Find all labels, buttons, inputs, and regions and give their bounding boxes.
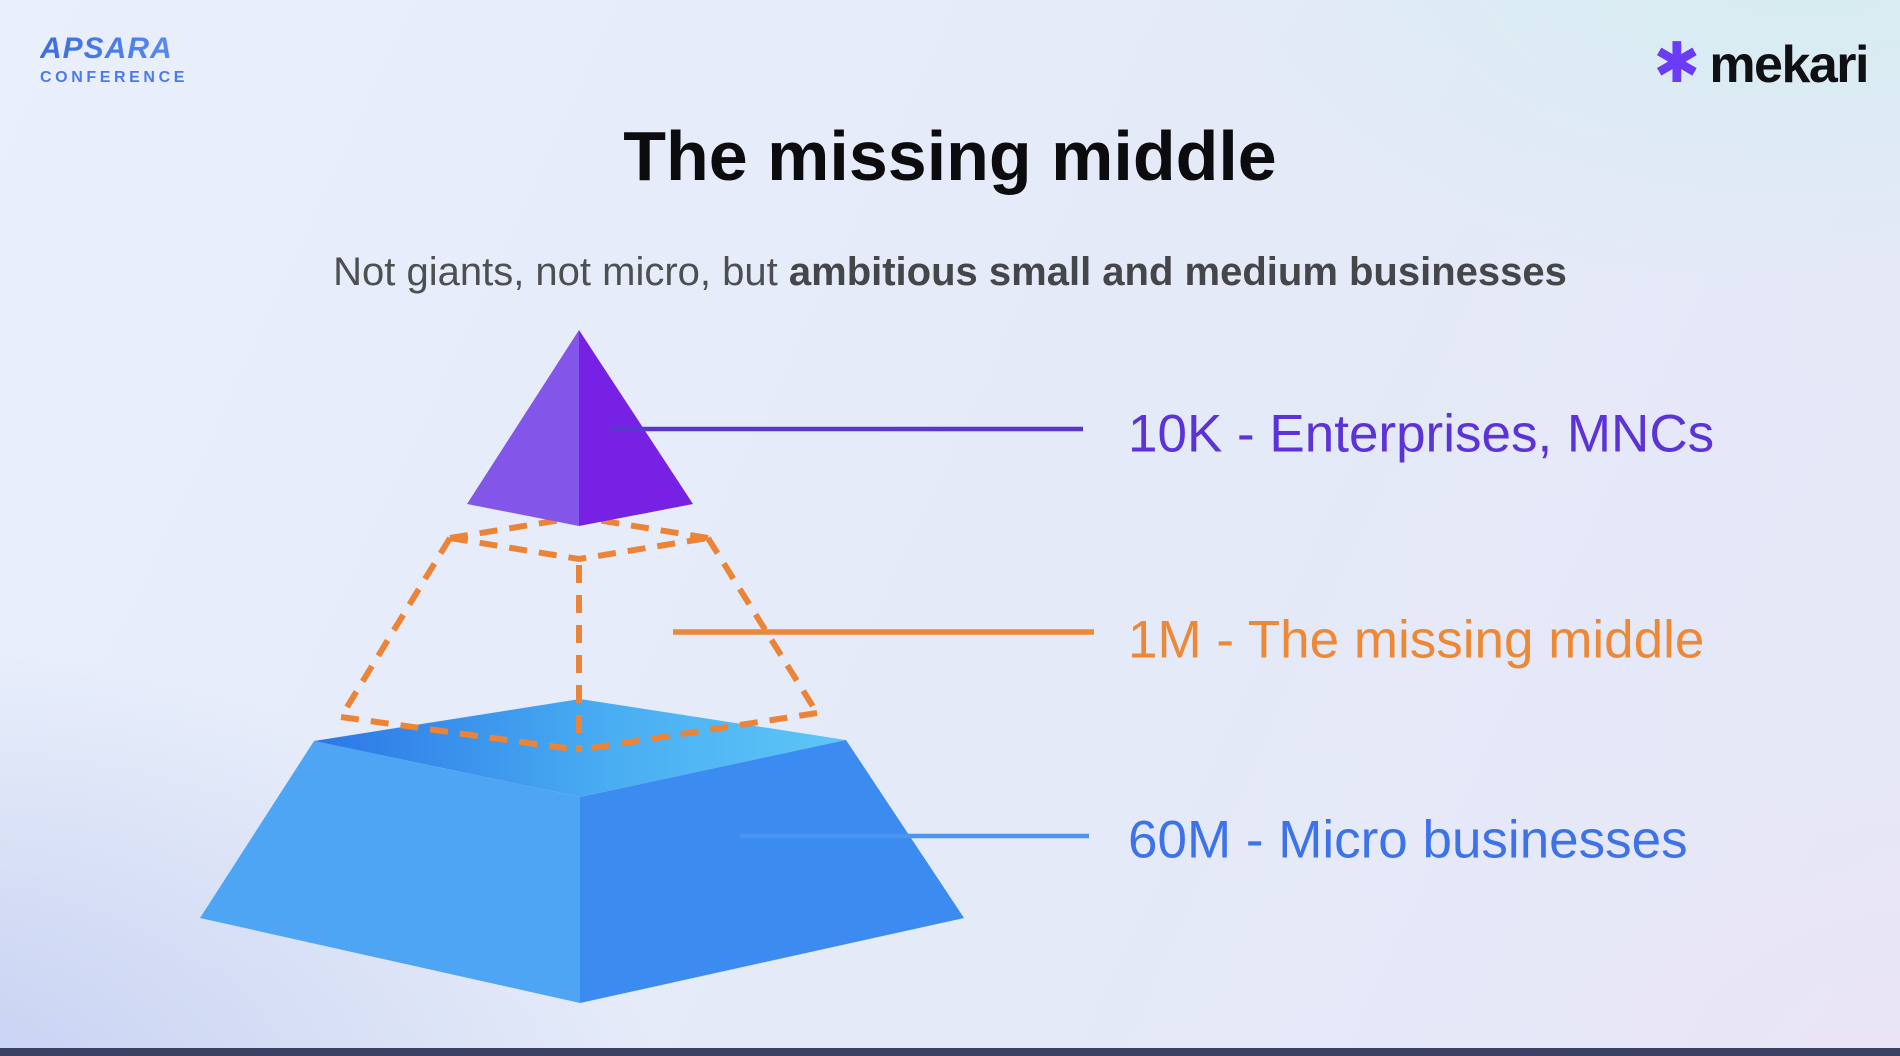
dashed-bottom-right-edge [578, 710, 818, 753]
dashed-left-slant-edge [338, 536, 453, 719]
subtitle-bold-text: ambitious small and medium businesses [788, 250, 1567, 294]
label-missing-middle: 1M - The missing middle [1128, 610, 1705, 670]
blue-frustum-left-face [200, 741, 580, 1003]
label-micro-businesses: 60M - Micro businesses [1128, 810, 1688, 870]
apsara-conference-logo: APSARA CONFERENCE [40, 32, 188, 87]
page-title: The missing middle [623, 117, 1277, 195]
dashed-bottom-left-edge [340, 714, 580, 753]
mekari-asterisk-icon: ✱ [1653, 31, 1701, 94]
bottom-tier-blue-frustum [200, 699, 964, 1003]
label-enterprises: 10K - Enterprises, MNCs [1128, 404, 1715, 464]
bottom-edge-strip [0, 1048, 1900, 1056]
blue-frustum-right-face [580, 740, 964, 1003]
middle-tier-back-edges [449, 514, 709, 541]
apsara-conference-text: CONFERENCE [40, 69, 189, 86]
middle-tier-dashed-outline [338, 535, 820, 753]
apsara-wordmark: APSARA [40, 32, 188, 66]
dashed-top-front-edges [449, 535, 709, 563]
page-subtitle: Not giants, not micro, but ambitious sma… [0, 250, 1900, 295]
mekari-logo: ✱ mekari [1653, 31, 1869, 95]
mekari-wordmark: mekari [1709, 36, 1869, 94]
dashed-right-slant-edge [705, 536, 820, 715]
subtitle-regular-text: Not giants, not micro, but [333, 250, 789, 294]
purple-pyramid-left-face [467, 330, 579, 526]
